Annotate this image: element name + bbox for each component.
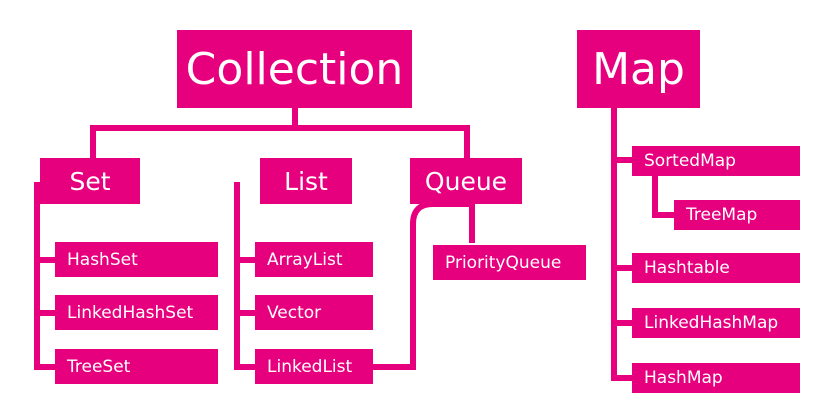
hashset-node: HashSet (55, 242, 218, 277)
edge-queue-to-linkedlist (370, 201, 472, 370)
hashmap-node: HashMap (632, 363, 800, 393)
queue-node: Queue (410, 158, 522, 204)
hashtable-node: Hashtable (632, 253, 800, 283)
linkedlist-node: LinkedList (255, 349, 373, 384)
sortedmap-node: SortedMap (632, 146, 800, 176)
collection-node: Collection (177, 30, 412, 108)
linkedhashmap-node: LinkedHashMap (632, 308, 800, 338)
priorityqueue-node: PriorityQueue (433, 245, 586, 280)
treeset-node: TreeSet (55, 349, 218, 384)
linkedhashset-node: LinkedHashSet (55, 295, 218, 330)
list-node: List (260, 158, 352, 204)
treemap-node: TreeMap (674, 200, 800, 230)
arraylist-node: ArrayList (255, 242, 373, 277)
map-node: Map (577, 30, 700, 108)
vector-node: Vector (255, 295, 373, 330)
set-node: Set (40, 158, 140, 204)
